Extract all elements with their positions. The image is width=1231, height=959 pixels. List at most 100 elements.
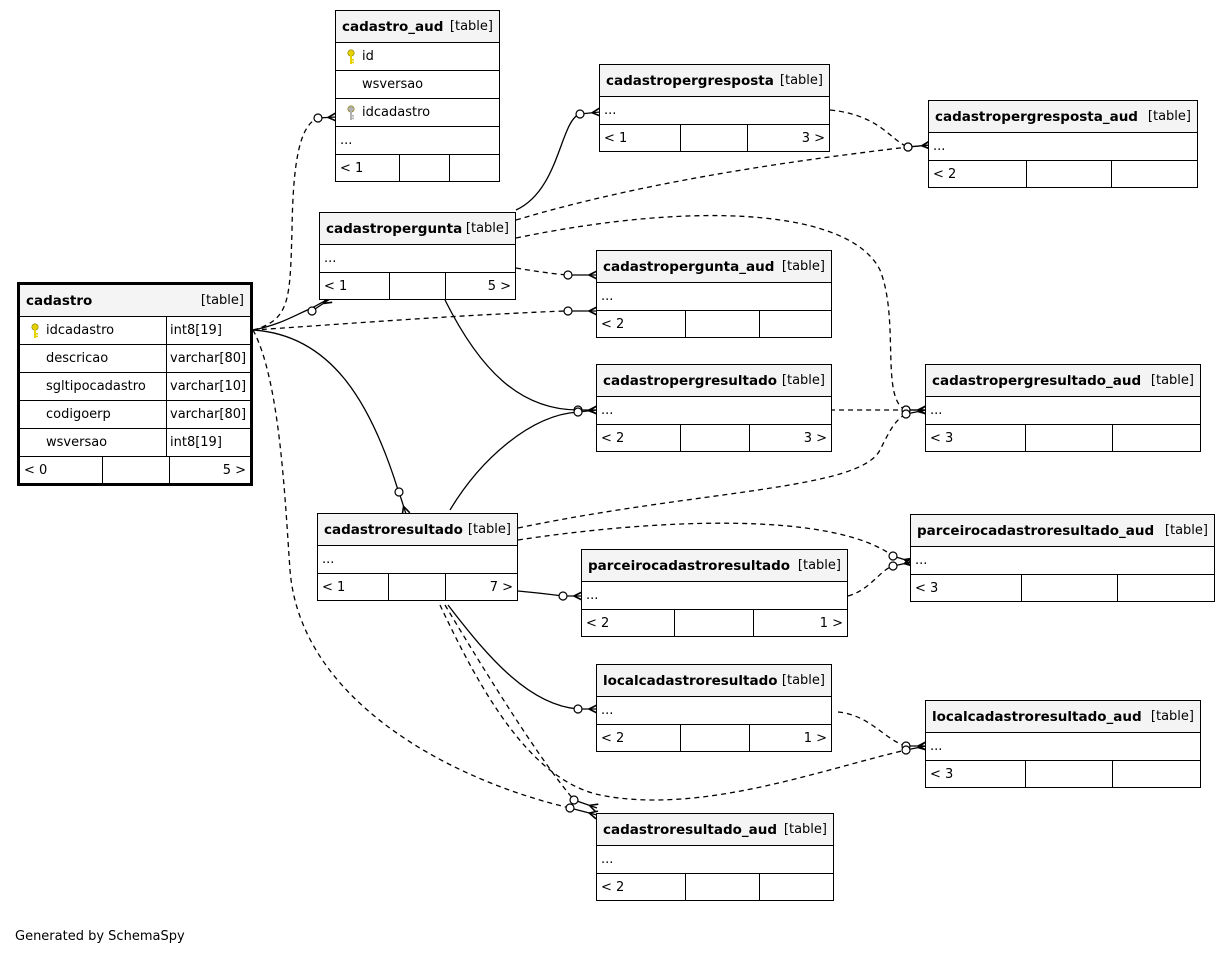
table-kind-label: [table] — [781, 373, 825, 388]
column-name: wsversao — [46, 435, 108, 450]
relation-line — [444, 299, 579, 411]
child-count — [1113, 425, 1200, 451]
column-name: idcadastro — [46, 323, 115, 338]
relation-cadastroresultado-to-cadastropergresultado — [449, 405, 598, 511]
relation-line — [517, 413, 907, 529]
more-columns-row[interactable]: ... — [320, 245, 515, 273]
table-header[interactable]: cadastro_aud[table] — [336, 11, 499, 43]
column-row[interactable]: idcadastro — [336, 99, 499, 127]
more-columns-row[interactable]: ... — [911, 547, 1214, 575]
more-columns-row[interactable]: ... — [582, 582, 847, 610]
table-footer: < 2 — [597, 874, 833, 900]
table-header[interactable]: cadastropergunta[table] — [320, 213, 515, 245]
table-kind-label: [table] — [465, 221, 509, 236]
footer-spacer — [681, 425, 750, 451]
table-header[interactable]: cadastro[table] — [20, 285, 250, 317]
more-columns-row[interactable]: ... — [600, 97, 829, 125]
more-columns-row[interactable]: ... — [597, 846, 833, 874]
table-header[interactable]: localcadastroresultado[table] — [597, 665, 831, 697]
more-columns-row[interactable]: ... — [597, 697, 831, 725]
more-columns-row[interactable]: ... — [336, 127, 499, 155]
optional-marker — [313, 113, 323, 123]
parent-count: < 1 — [600, 125, 681, 151]
table-name: localcadastroresultado_aud — [932, 708, 1142, 725]
more-columns-row[interactable]: ... — [926, 733, 1200, 761]
table-footer: < 3 — [926, 761, 1200, 787]
more-columns-row[interactable]: ... — [318, 546, 517, 574]
footer-spacer — [103, 457, 170, 483]
more-columns-row[interactable]: ... — [597, 283, 831, 311]
relation-line — [847, 565, 894, 597]
relation-cadastroresultado-to-cadastroresultado_aud — [444, 604, 599, 813]
optional-marker — [558, 591, 568, 601]
table-header[interactable]: cadastropergresposta[table] — [600, 65, 829, 97]
table-cadastropergresultado_aud[interactable]: cadastropergresultado_aud[table]... < 3 — [925, 364, 1201, 452]
parent-count: < 2 — [582, 610, 675, 636]
optional-marker — [307, 306, 317, 316]
table-header[interactable]: cadastropergresposta_aud[table] — [929, 101, 1197, 133]
column-row[interactable]: id — [336, 43, 499, 71]
column-row[interactable]: wsversao — [336, 71, 499, 99]
table-cadastropergunta_aud[interactable]: cadastropergunta_aud[table]...< 2 — [596, 250, 832, 338]
table-localcadastroresultado_aud[interactable]: localcadastroresultado_aud[table]...< 3 — [925, 700, 1201, 788]
child-count — [1113, 761, 1200, 787]
relation-line — [515, 214, 907, 411]
relation-line — [517, 522, 894, 557]
more-columns-ellipsis: ... — [915, 553, 928, 568]
more-columns-ellipsis: ... — [601, 852, 614, 867]
footer-spacer — [681, 125, 748, 151]
footer-spacer — [686, 874, 760, 900]
table-cadastroresultado_aud[interactable]: cadastroresultado_aud[table]... < 2 — [596, 813, 834, 901]
relation-cadastro-to-cadastropergunta_aud — [252, 306, 598, 331]
crows-foot-marker — [588, 306, 598, 316]
column-name: sgltipocadastro — [46, 379, 146, 394]
more-columns-ellipsis: ... — [930, 403, 943, 418]
table-parceirocadastroresultado_aud[interactable]: parceirocadastroresultado_aud[table]...<… — [910, 514, 1215, 602]
table-name: cadastropergunta — [326, 220, 463, 237]
parent-count: < 3 — [926, 761, 1026, 787]
table-header[interactable]: cadastropergresultado_aud[table] — [926, 365, 1200, 397]
relation-cadastropergunta-to-cadastropergresposta_aud — [515, 140, 931, 221]
table-cadastropergresposta_aud[interactable]: cadastropergresposta_aud[table]...< 2 — [928, 100, 1198, 188]
table-header[interactable]: cadastroresultado_aud[table] — [597, 814, 833, 846]
table-header[interactable]: cadastroresultado[table] — [318, 514, 517, 546]
table-header[interactable]: cadastropergunta_aud[table] — [597, 251, 831, 283]
relation-cadastroresultado-to-localcadastroresultado — [447, 604, 598, 714]
more-columns-ellipsis: ... — [933, 139, 946, 154]
parent-count: < 3 — [926, 425, 1026, 451]
more-columns-row[interactable]: ... — [929, 133, 1197, 161]
table-kind-label: [table] — [781, 673, 825, 688]
parent-count: < 2 — [597, 425, 681, 451]
relation-line — [447, 604, 579, 710]
more-columns-row[interactable]: ... — [597, 397, 831, 425]
relation-line — [837, 711, 907, 747]
footer-spacer — [1026, 761, 1113, 787]
optional-marker — [888, 561, 898, 571]
more-columns-ellipsis: ... — [604, 103, 617, 118]
table-header[interactable]: cadastropergresultado[table] — [597, 365, 831, 397]
table-footer: < 1 — [336, 155, 499, 181]
relation-line — [252, 329, 399, 491]
parent-count: < 1 — [320, 273, 390, 299]
table-header[interactable]: parceirocadastroresultado_aud[table] — [911, 515, 1214, 547]
table-header[interactable]: localcadastroresultado_aud[table] — [926, 701, 1200, 733]
more-columns-row[interactable]: ... — [926, 397, 1200, 425]
table-header[interactable]: parceirocadastroresultado[table] — [582, 550, 847, 582]
